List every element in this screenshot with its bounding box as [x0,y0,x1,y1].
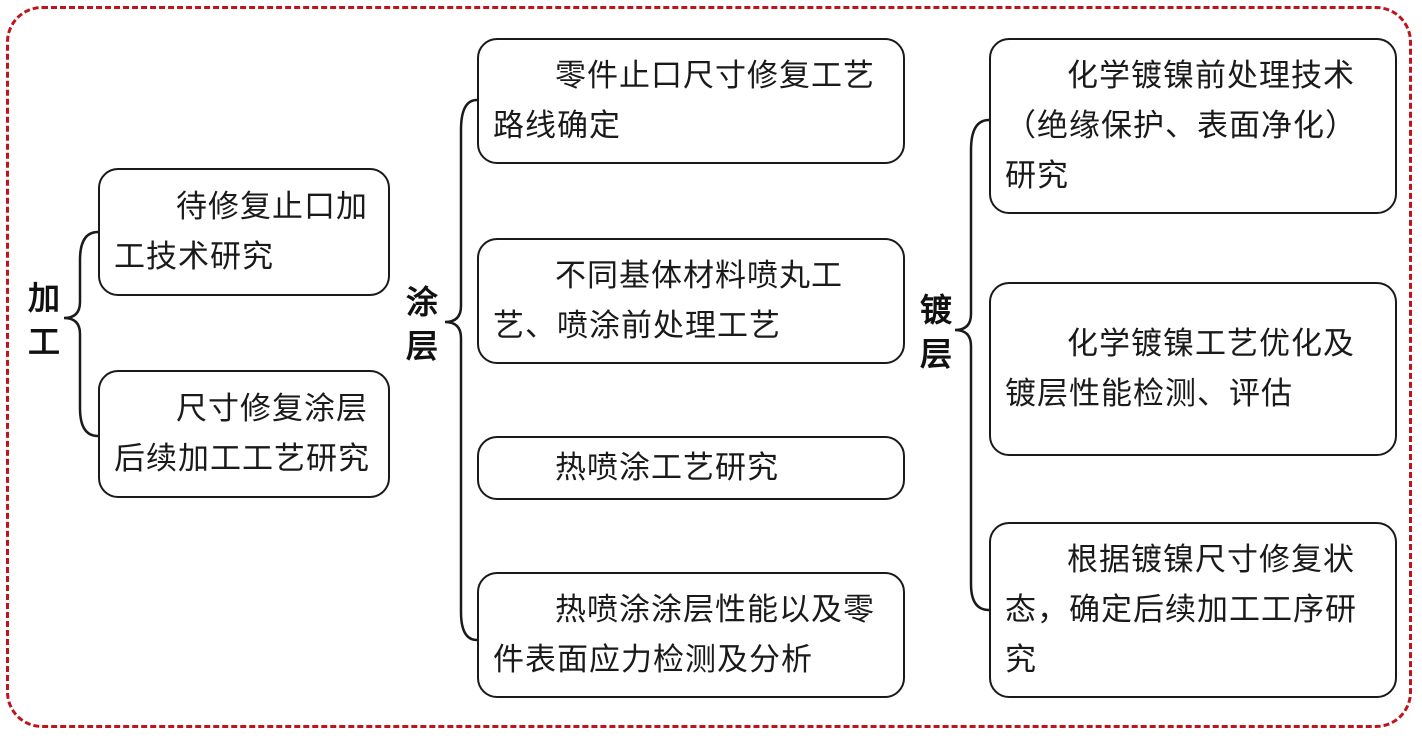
node-box: 化学镀镍前处理技术（绝缘保护、表面净化）研究 [989,38,1397,214]
node-text: 热喷涂工艺研究 [555,450,779,486]
node-text: 化学镀镍工艺优化及镀层性能检测、评估 [1005,326,1355,412]
node-box: 根据镀镍尺寸修复状态，确定后续加工工序研究 [989,522,1397,698]
node-text: 零件止口尺寸修复工艺路线确定 [493,58,875,144]
category-label-duceng: 镀层 [919,291,952,373]
category-label-jiagong: 加工 [27,279,60,361]
node-box: 待修复止口加工技术研究 [98,168,390,296]
category-label-tuceng: 涂层 [405,283,438,365]
node-box: 热喷涂涂层性能以及零件表面应力检测及分析 [477,572,905,698]
node-text: 待修复止口加工技术研究 [114,189,368,275]
node-text: 热喷涂涂层性能以及零件表面应力检测及分析 [493,592,875,678]
node-text: 尺寸修复涂层后续加工工艺研究 [114,391,370,477]
node-text: 化学镀镍前处理技术（绝缘保护、表面净化）研究 [1005,58,1357,194]
dashed-frame [6,6,1412,728]
node-box: 尺寸修复涂层后续加工工艺研究 [98,370,390,498]
node-box: 零件止口尺寸修复工艺路线确定 [477,38,905,164]
brace-tuceng [444,98,479,642]
node-text: 根据镀镍尺寸修复状态，确定后续加工工序研究 [1005,542,1357,678]
brace-jiagong [63,230,100,438]
node-box: 不同基体材料喷丸工艺、喷涂前处理工艺 [477,238,905,364]
node-text: 不同基体材料喷丸工艺、喷涂前处理工艺 [493,258,843,344]
node-box: 化学镀镍工艺优化及镀层性能检测、评估 [989,282,1397,456]
node-box: 热喷涂工艺研究 [477,436,905,500]
brace-duceng [954,118,991,612]
